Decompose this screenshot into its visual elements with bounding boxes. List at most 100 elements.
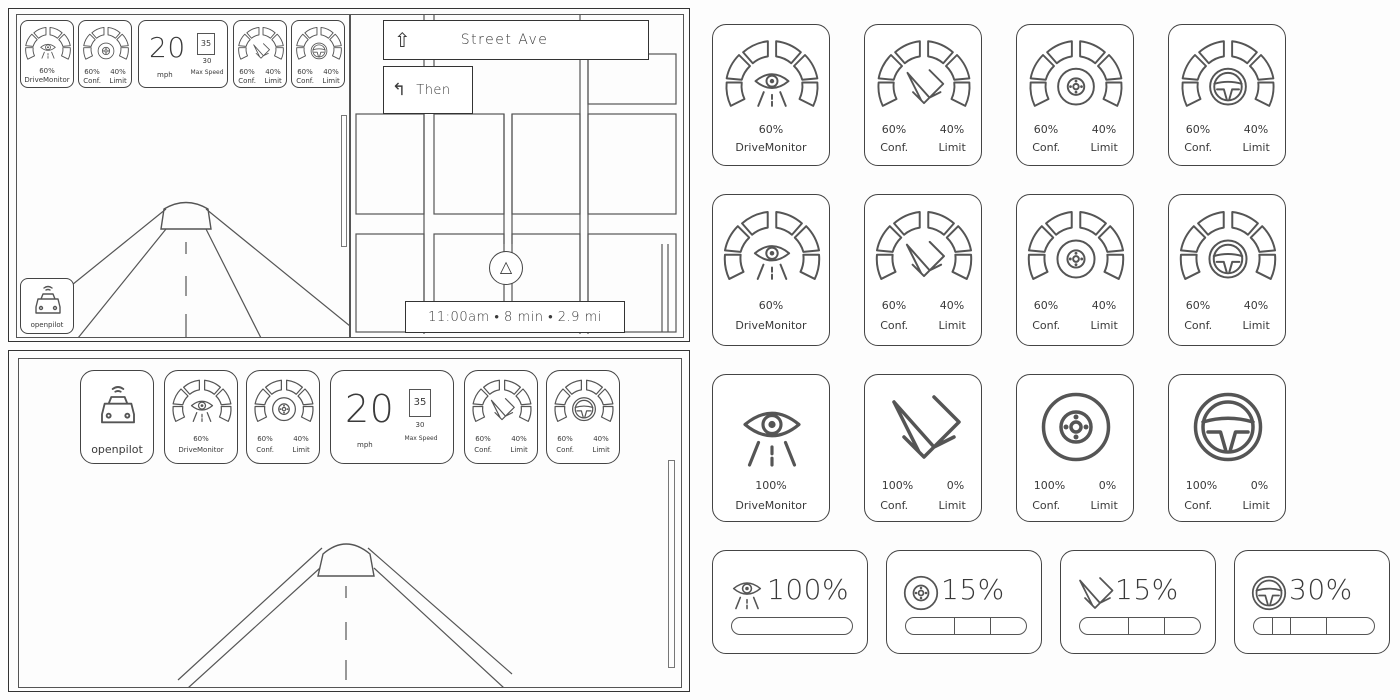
eta-banner: 11:00am • 8 min • 2.9 mi xyxy=(405,301,625,333)
max-speed-value: 30 xyxy=(202,57,212,65)
bar-tile: 100% xyxy=(712,550,868,654)
conf-limit-tile: 60%40% Conf.Limit xyxy=(291,20,345,88)
openpilot-tile[interactable]: openpilot xyxy=(80,370,154,464)
conf-limit-tile: 60% 40% Conf. Limit xyxy=(1168,194,1286,346)
drive-monitor-tile: 60% DriveMonitor xyxy=(712,194,830,346)
steering-wheel-icon xyxy=(1209,67,1247,106)
then-label: Then xyxy=(416,82,451,98)
limit-label: Limit xyxy=(1242,319,1270,332)
max-speed-label: Max Speed xyxy=(404,435,438,442)
street-name: Street Ave xyxy=(460,32,549,48)
bar-value: 15% xyxy=(1115,573,1179,606)
speed-limit-sign: 35 xyxy=(197,33,215,55)
limit-label: Limit xyxy=(1242,499,1270,512)
drive-monitor-label: DriveMonitor xyxy=(735,499,807,512)
limit-value: 40% xyxy=(511,435,527,443)
conf-label: Conf. xyxy=(880,499,909,512)
drive-monitor-label: DriveMonitor xyxy=(24,76,70,84)
limit-value: 40% xyxy=(939,299,965,312)
openpilot-label: openpilot xyxy=(30,321,64,329)
conf-label: Conf. xyxy=(238,77,256,85)
conf-limit-tile: 60%40% Conf.Limit xyxy=(464,370,538,464)
gauge-icon xyxy=(1027,210,1125,280)
bar-tile: 15% xyxy=(1060,550,1216,654)
eta-text: 11:00am • 8 min • 2.9 mi xyxy=(428,310,602,325)
bar-tile: 15% xyxy=(886,550,1042,654)
conf-limit-tile: 60%40% Conf.Limit xyxy=(1016,194,1134,346)
conf-value: 60% xyxy=(1033,299,1059,312)
conf-limit-tile: 60%40% Conf.Limit xyxy=(1016,24,1134,166)
speed-tile: 20 mph 35 30 Max Speed xyxy=(138,20,228,88)
then-banner: ↰ Then xyxy=(383,66,473,114)
progress-bar xyxy=(731,617,853,635)
road-view xyxy=(177,543,513,688)
steering-flag-icon xyxy=(905,240,945,278)
limit-value: 0% xyxy=(1250,479,1269,492)
speed-value: 20 xyxy=(345,387,395,431)
speed-value: 20 xyxy=(149,31,186,64)
conf-value: 100% xyxy=(1185,479,1218,492)
conf-limit-tile: 60%40% Conf.Limit xyxy=(864,24,982,166)
drive-monitor-label: DriveMonitor xyxy=(735,141,807,154)
conf-label: Conf. xyxy=(474,446,492,454)
limit-label: Limit xyxy=(938,141,966,154)
drive-monitor-value: 60% xyxy=(39,67,55,75)
conf-value: 60% xyxy=(1185,299,1211,312)
conf-value: 60% xyxy=(1185,123,1211,136)
conf-label: Conf. xyxy=(556,446,574,454)
arrow-up-icon: ⇧ xyxy=(394,28,411,52)
scrollbar[interactable] xyxy=(668,460,675,668)
bottom-panel xyxy=(8,350,690,692)
conf-value: 60% xyxy=(84,68,100,76)
limit-value: 40% xyxy=(1243,299,1269,312)
conf-limit-tile: 60%40% Conf.Limit xyxy=(78,20,132,88)
turn-left-icon: ↰ xyxy=(392,80,407,100)
conf-limit-tile: 60%40% Conf.Limit xyxy=(246,370,320,464)
top-panel xyxy=(8,8,690,342)
limit-value: 40% xyxy=(939,123,965,136)
conf-label: Conf. xyxy=(1032,319,1061,332)
brake-disc-icon xyxy=(1041,392,1111,462)
progress-bar xyxy=(905,617,1027,635)
limit-value: 0% xyxy=(1098,479,1117,492)
conf-label: Conf. xyxy=(83,77,101,85)
gauge-icon xyxy=(875,210,973,280)
steering-flag-icon xyxy=(892,395,961,459)
gauge-icon xyxy=(877,40,971,107)
drive-monitor-label: DriveMonitor xyxy=(178,446,224,454)
drive-monitor-value: 60% xyxy=(193,435,209,443)
car-wifi-icon xyxy=(35,285,61,314)
limit-label: Limit xyxy=(1090,499,1118,512)
limit-value: 40% xyxy=(323,68,339,76)
speed-tile: 20 mph 35 30 Max Speed xyxy=(330,370,454,464)
conf-label: Conf. xyxy=(1032,499,1061,512)
drive-monitor-value: 60% xyxy=(758,299,784,312)
openpilot-tile[interactable]: openpilot xyxy=(20,278,74,334)
conf-label: Conf. xyxy=(1184,319,1213,332)
limit-label: Limit xyxy=(264,77,282,85)
bar-tile: 30% xyxy=(1234,550,1390,654)
speed-unit: mph xyxy=(357,441,373,449)
brake-disc-icon xyxy=(1056,239,1096,279)
map-view xyxy=(350,14,684,338)
gauge-icon xyxy=(1029,40,1123,107)
bar-value: 15% xyxy=(941,573,1005,606)
conf-label: Conf. xyxy=(256,446,274,454)
drive-monitor-tile: 60% DriveMonitor xyxy=(164,370,238,464)
max-speed-value: 30 xyxy=(415,421,425,429)
conf-value: 100% xyxy=(1033,479,1066,492)
eye-icon xyxy=(732,582,762,610)
limit-label: Limit xyxy=(322,77,340,85)
conf-limit-tile: 100% 0% Conf. Limit xyxy=(1016,374,1134,522)
eye-icon xyxy=(743,411,801,467)
speed-unit: mph xyxy=(157,71,173,79)
drive-monitor-tile: 100% DriveMonitor xyxy=(712,374,830,522)
scrollbar[interactable] xyxy=(341,115,347,247)
camera-view xyxy=(18,358,682,688)
eye-icon xyxy=(754,73,790,107)
conf-limit-tile: 60%40% Conf.Limit xyxy=(1168,24,1286,166)
drive-monitor-tile: 60% DriveMonitor xyxy=(712,24,830,166)
bar-value: 30% xyxy=(1289,573,1353,606)
conf-value: 60% xyxy=(557,435,573,443)
steering-wheel-icon xyxy=(1193,392,1263,462)
